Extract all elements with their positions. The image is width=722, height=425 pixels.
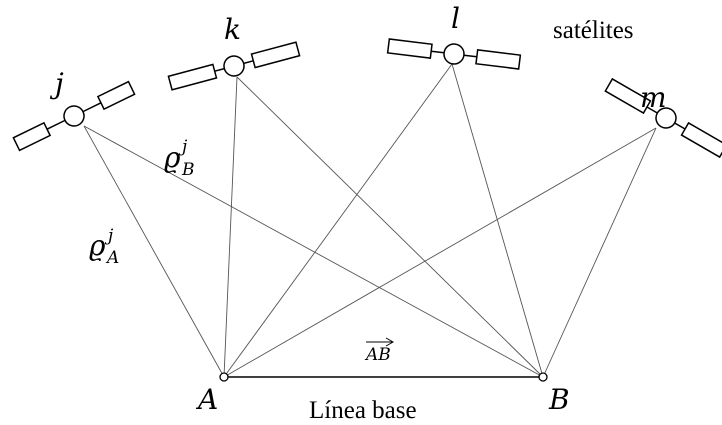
ray-l-B (451, 63, 544, 378)
baseline-vector-label: AB (364, 337, 395, 365)
range-rho-B-j-sup: j (178, 137, 188, 157)
station-B-label: B (548, 383, 570, 416)
range-rho-A-j-symbol: ϱ (89, 229, 106, 262)
baseline-vector-text: AB (364, 345, 391, 365)
satellite-k-icon (167, 41, 301, 91)
range-rho-A-j-sup: j (104, 226, 114, 246)
range-rho-B-j-symbol: ϱ (164, 141, 181, 174)
range-rho-A-j-label: ϱ j A (89, 226, 119, 268)
station-B-point (538, 372, 548, 382)
ray-k-A (223, 76, 238, 378)
ray-k-B (236, 76, 544, 378)
vector-arrow-head (385, 337, 395, 347)
satellites-title: satélites (553, 17, 634, 44)
satellite-j-label: j (49, 67, 64, 100)
ray-j-A (83, 125, 225, 378)
range-rho-B-j-label: ϱ j B (164, 137, 195, 180)
range-rho-A-j-sub: A (105, 248, 119, 268)
station-A-point (219, 372, 229, 382)
satellite-j-icon (12, 80, 136, 152)
satellite-m-icon (604, 77, 722, 159)
ray-m-A (223, 127, 657, 378)
satellite-l-label: l (451, 2, 460, 35)
ray-l-A (223, 63, 453, 378)
baseline-label: Línea base (309, 397, 417, 424)
line-of-sight-rays (83, 63, 657, 378)
ray-m-B (542, 127, 657, 378)
ray-j-B (83, 125, 544, 378)
satellite-m-label: m (640, 81, 667, 114)
range-rho-B-j-sub: B (181, 160, 195, 180)
satellite-l-icon (386, 38, 522, 70)
satellite-k-label: k (224, 13, 241, 46)
station-A-label: A (195, 383, 218, 416)
